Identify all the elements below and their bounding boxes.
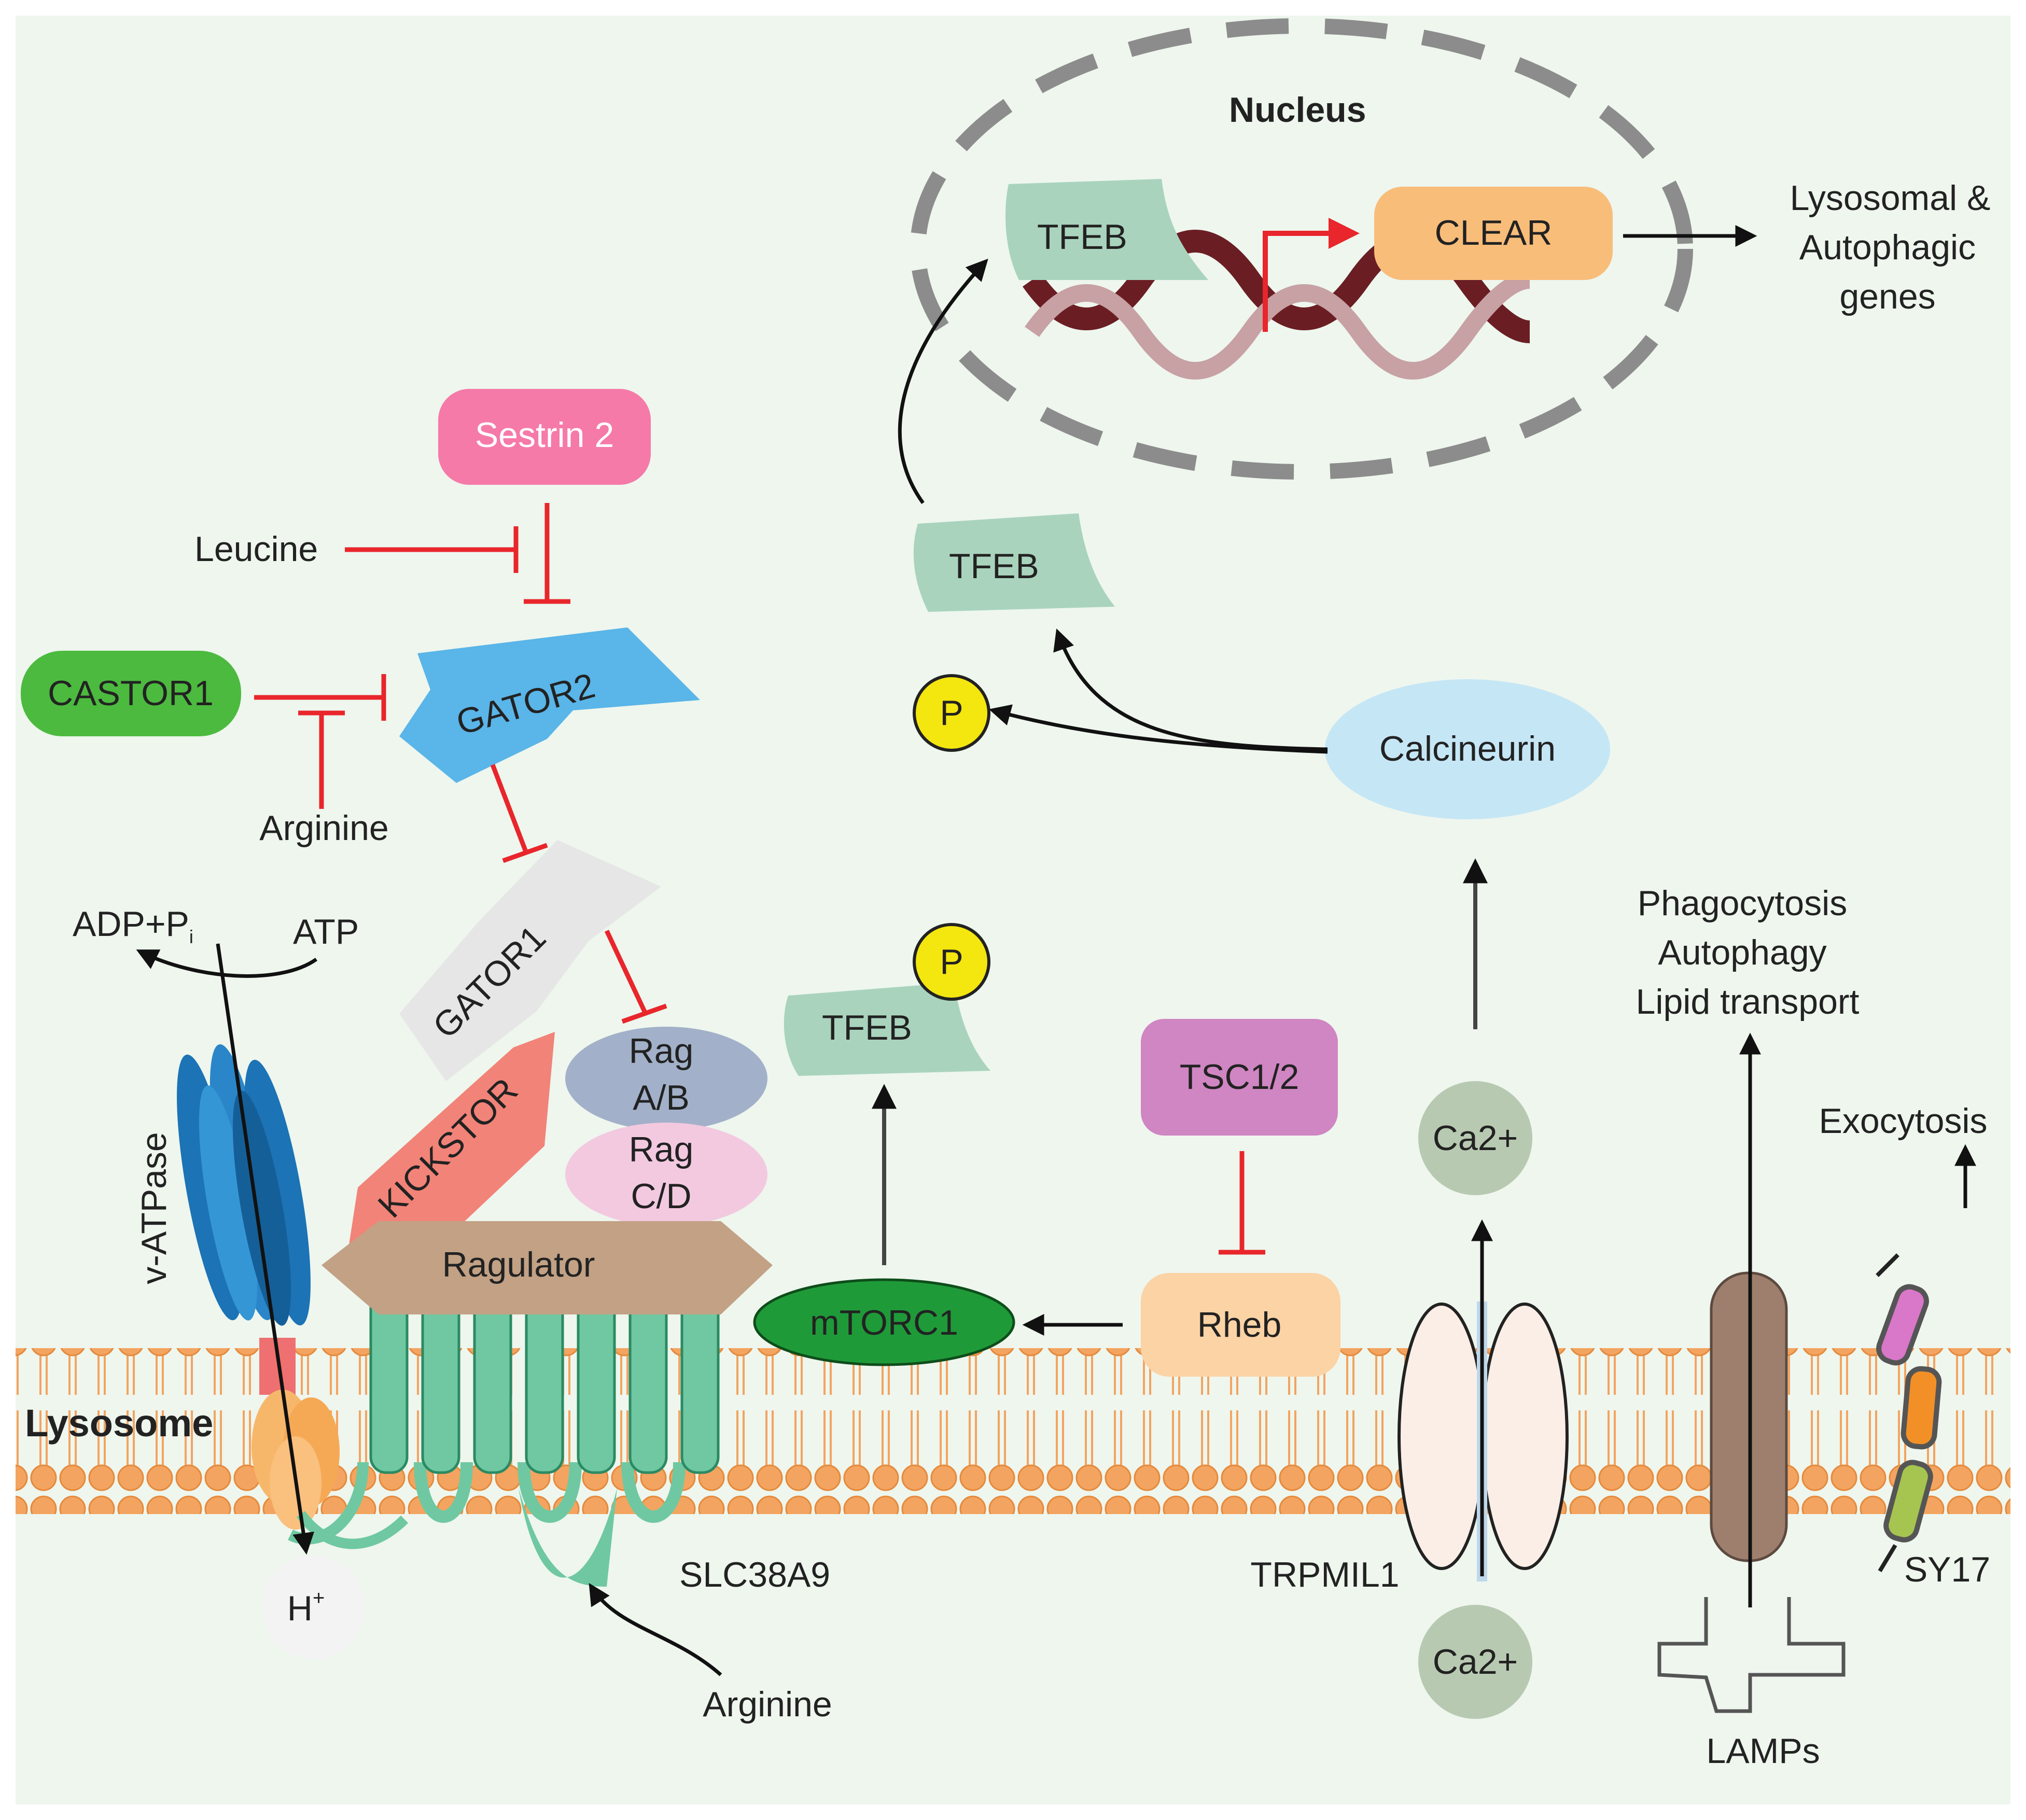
atp-hydrolysis-arrow [136,949,318,978]
nucleus-envelope [910,18,1693,480]
gator2-inhibit-line [490,764,529,854]
genes-label-line2: Autophagic [1799,228,1976,267]
leucine-label: Leucine [194,529,318,569]
arginine-label-top: Arginine [259,808,389,848]
tfeb-cytosol-shape [913,513,1115,612]
tfeb-phospho-label: TFEB [822,1008,912,1047]
gator2-inhibit-bar [502,843,548,863]
lamp-glycan-shape [1657,1597,1846,1713]
calcineurin-label: Calcineurin [1379,729,1556,768]
tfeb-nucleus-label: TFEB [1037,217,1127,257]
mtorc1-label: mTORC1 [810,1303,958,1342]
proton-transport-arrow [216,943,314,1555]
gator1-inhibit-bar [621,1003,667,1024]
ca2-circle-lumen [1418,1605,1532,1719]
lamps-label: LAMPs [1706,1731,1820,1771]
v-atpase-complex [177,1044,409,1549]
lamp-function-line2: Autophagy [1658,933,1826,972]
sy17-protein [1876,1253,1942,1573]
ragulator-shape [322,1221,773,1314]
castor1-label: CASTOR1 [48,674,214,713]
lysosome-label: Lysosome [25,1402,213,1445]
tsc-label: TSC1/2 [1180,1057,1300,1097]
nucleus: Nucleus TFEB CLEAR [910,18,1693,480]
sy17-label: SY17 [1904,1550,1990,1589]
tfeb-cytosol-label: TFEB [949,547,1039,586]
lamp-function-line1: Phagocytosis [1638,884,1847,923]
genes-label-line1: Lysosomal & [1790,178,1991,218]
sestrin2-box [438,389,651,485]
trpml-label: TRPMIL1 [1250,1555,1399,1594]
lysosome-membrane [16,1348,2010,1514]
calcineurin-ellipse [1325,679,1610,819]
genes-label-line3: genes [1839,277,1935,316]
vatpase-label: v-ATPase [134,1132,174,1284]
phosphate-free-label: P [940,693,963,733]
rheb-box [1141,1273,1340,1377]
slc38a9-transporter [288,1284,720,1587]
exocytosis-label: Exocytosis [1819,1101,1988,1141]
proton-label: H+ [287,1587,325,1628]
adp-label: ADP+Pi [73,904,193,947]
ca2-label-lumen: Ca2+ [1433,1642,1518,1682]
sestrin2-label: Sestrin 2 [475,415,614,455]
rheb-label: Rheb [1197,1305,1282,1345]
phosphate-circle-bound [913,923,990,1001]
proton-circle [262,1556,366,1659]
gator2-shape [399,627,700,783]
tsc-box [1141,1019,1338,1136]
kickstor-shape [347,1032,555,1255]
mtorc1-ellipse [753,1278,1015,1366]
rag-cd-label-line2: C/D [631,1177,691,1216]
calcineurin-to-p-arrow [988,704,1328,754]
clear-label: CLEAR [1435,213,1553,253]
slc38a9-label: SLC38A9 [679,1555,830,1594]
rag-cd-label-line1: Rag [629,1130,694,1169]
gator1-inhibit-line [604,930,648,1015]
rag-cd-ellipse [565,1123,767,1226]
atp-label: ATP [293,912,359,951]
ragulator-label: Ragulator [442,1245,595,1284]
clear-box [1374,187,1613,280]
arginine-label-bottom: Arginine [703,1685,832,1724]
lamp-function-line3: Lipid transport [1636,982,1860,1021]
calcineurin-to-tfeb-arrow [1053,628,1328,751]
transcription-arrow [1263,218,1360,332]
tfeb-phospho-shape [784,983,990,1076]
tfeb-nucleus-shape [1005,179,1208,280]
nucleus-label: Nucleus [1229,90,1366,130]
rag-ab-label-line1: Rag [629,1031,694,1071]
ca2-label-cytosol: Ca2+ [1433,1118,1518,1158]
tfeb-to-nucleus-arrow [898,258,988,505]
gator1-shape [399,840,661,1081]
phosphate-bound-label: P [940,942,963,982]
ca2-circle-cytosol [1418,1081,1532,1195]
rag-ab-ellipse [565,1027,767,1130]
castor1-box [21,651,241,736]
rag-ab-label-line2: A/B [633,1078,690,1117]
trpml1-channel [1398,1301,1569,1581]
arginine-to-slc-arrow [589,1583,722,1676]
